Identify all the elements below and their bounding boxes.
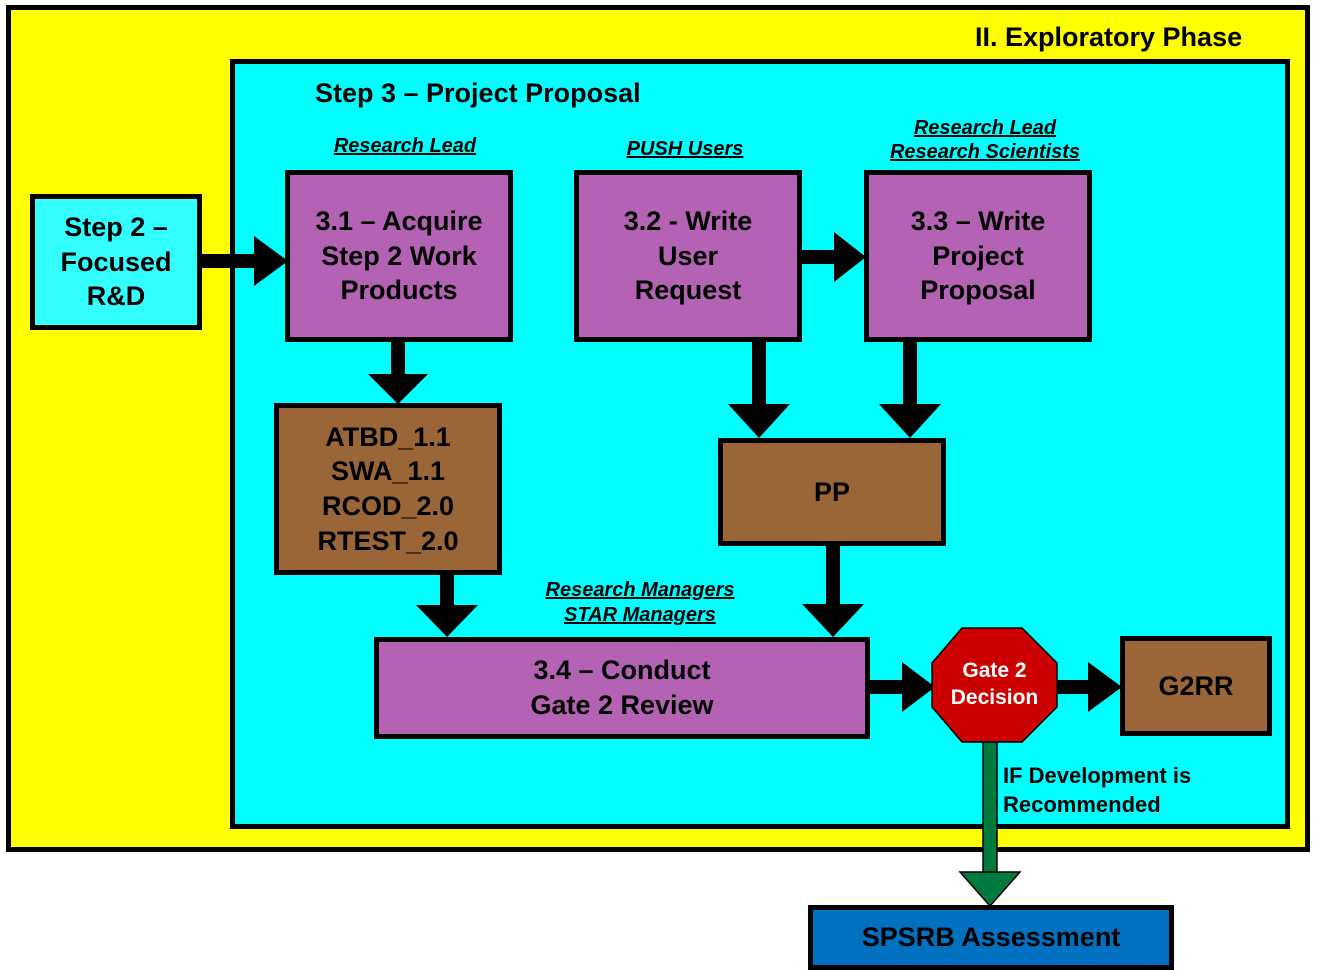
task-3-1-box: 3.1 – Acquire Step 2 Work Products (285, 170, 513, 342)
arrow-pp-to-3-4 (802, 546, 864, 637)
step3-title: Step 3 – Project Proposal (315, 78, 641, 108)
task-3-4-line1: 3.4 – Conduct (533, 655, 711, 686)
g2rr-box: G2RR (1120, 636, 1272, 736)
role-star-managers: STAR Managers (564, 604, 716, 626)
spsrb-label: SPSRB Assessment (861, 922, 1121, 952)
arrow-gate-to-spsrb (958, 737, 1022, 908)
task-3-2-box: 3.2 - Write User Request (574, 170, 802, 342)
product-atbd: ATBD_1.1 (325, 421, 451, 452)
task-3-1-line2: Step 2 Work (321, 240, 477, 271)
task-3-3-box: 3.3 – Write Project Proposal (864, 170, 1092, 342)
spsrb-assessment-box: SPSRB Assessment (808, 905, 1174, 970)
role-research-managers: Research Managers (545, 579, 735, 601)
task-3-2-line2: User (657, 240, 719, 271)
task-3-1-line1: 3.1 – Acquire (315, 206, 483, 237)
arrow-3-2-to-pp (728, 342, 790, 438)
product-g2rr: G2RR (1158, 670, 1234, 701)
role-push-users: PUSH Users (626, 138, 744, 160)
phase-title: II. Exploratory Phase (975, 22, 1243, 52)
product-rtest: RTEST_2.0 (317, 525, 459, 556)
role-research-lead-2: Research Lead (913, 117, 1057, 139)
arrow-3-3-to-pp (879, 342, 941, 438)
arrow-3-1-to-products (368, 342, 428, 404)
product-rcod: RCOD_2.0 (321, 491, 455, 521)
condition-label: IF Development is Recommended (1003, 762, 1191, 819)
arrow-3-4-to-gate (870, 662, 935, 712)
arrow-3-2-to-3-3 (802, 232, 866, 282)
product-pp: PP (813, 476, 851, 507)
pp-box: PP (718, 438, 946, 546)
arrow-gate-to-g2rr (1055, 662, 1122, 712)
gate-line2: Decision (950, 686, 1039, 710)
condition-line2: Recommended (1003, 791, 1161, 817)
condition-line1: IF Development is (1003, 763, 1192, 788)
task-3-4-line2: Gate 2 Review (530, 690, 714, 720)
task-3-3-line1: 3.3 – Write (910, 206, 1046, 237)
step2-products-box: ATBD_1.1 SWA_1.1 RCOD_2.0 RTEST_2.0 (274, 403, 502, 575)
task-3-1-line3: Products (340, 275, 458, 306)
task-3-4-box: 3.4 – Conduct Gate 2 Review (374, 637, 870, 739)
gate-octagon (931, 627, 1058, 743)
task-3-2-line3: Request (634, 275, 742, 306)
product-swa: SWA_1.1 (330, 456, 446, 487)
step2-box: Step 2 – Focused R&D (30, 194, 202, 330)
step2-line2: Focused (60, 246, 172, 277)
task-3-2-line1: 3.2 - Write (623, 206, 753, 237)
step2-line1: Step 2 – (64, 212, 168, 243)
task-3-3-line3: Proposal (920, 275, 1036, 306)
step2-line3: R&D (86, 281, 146, 312)
gate-line1: Gate 2 (962, 659, 1027, 682)
arrow-products-to-3-4 (416, 575, 478, 637)
gate-2-decision: Gate 2 Decision (932, 657, 1057, 712)
arrow-step2-to-3-1 (202, 236, 288, 286)
role-research-scientists: Research Scientists (889, 141, 1081, 163)
task-3-3-line2: Project (932, 240, 1024, 271)
role-research-lead: Research Lead (333, 135, 477, 157)
